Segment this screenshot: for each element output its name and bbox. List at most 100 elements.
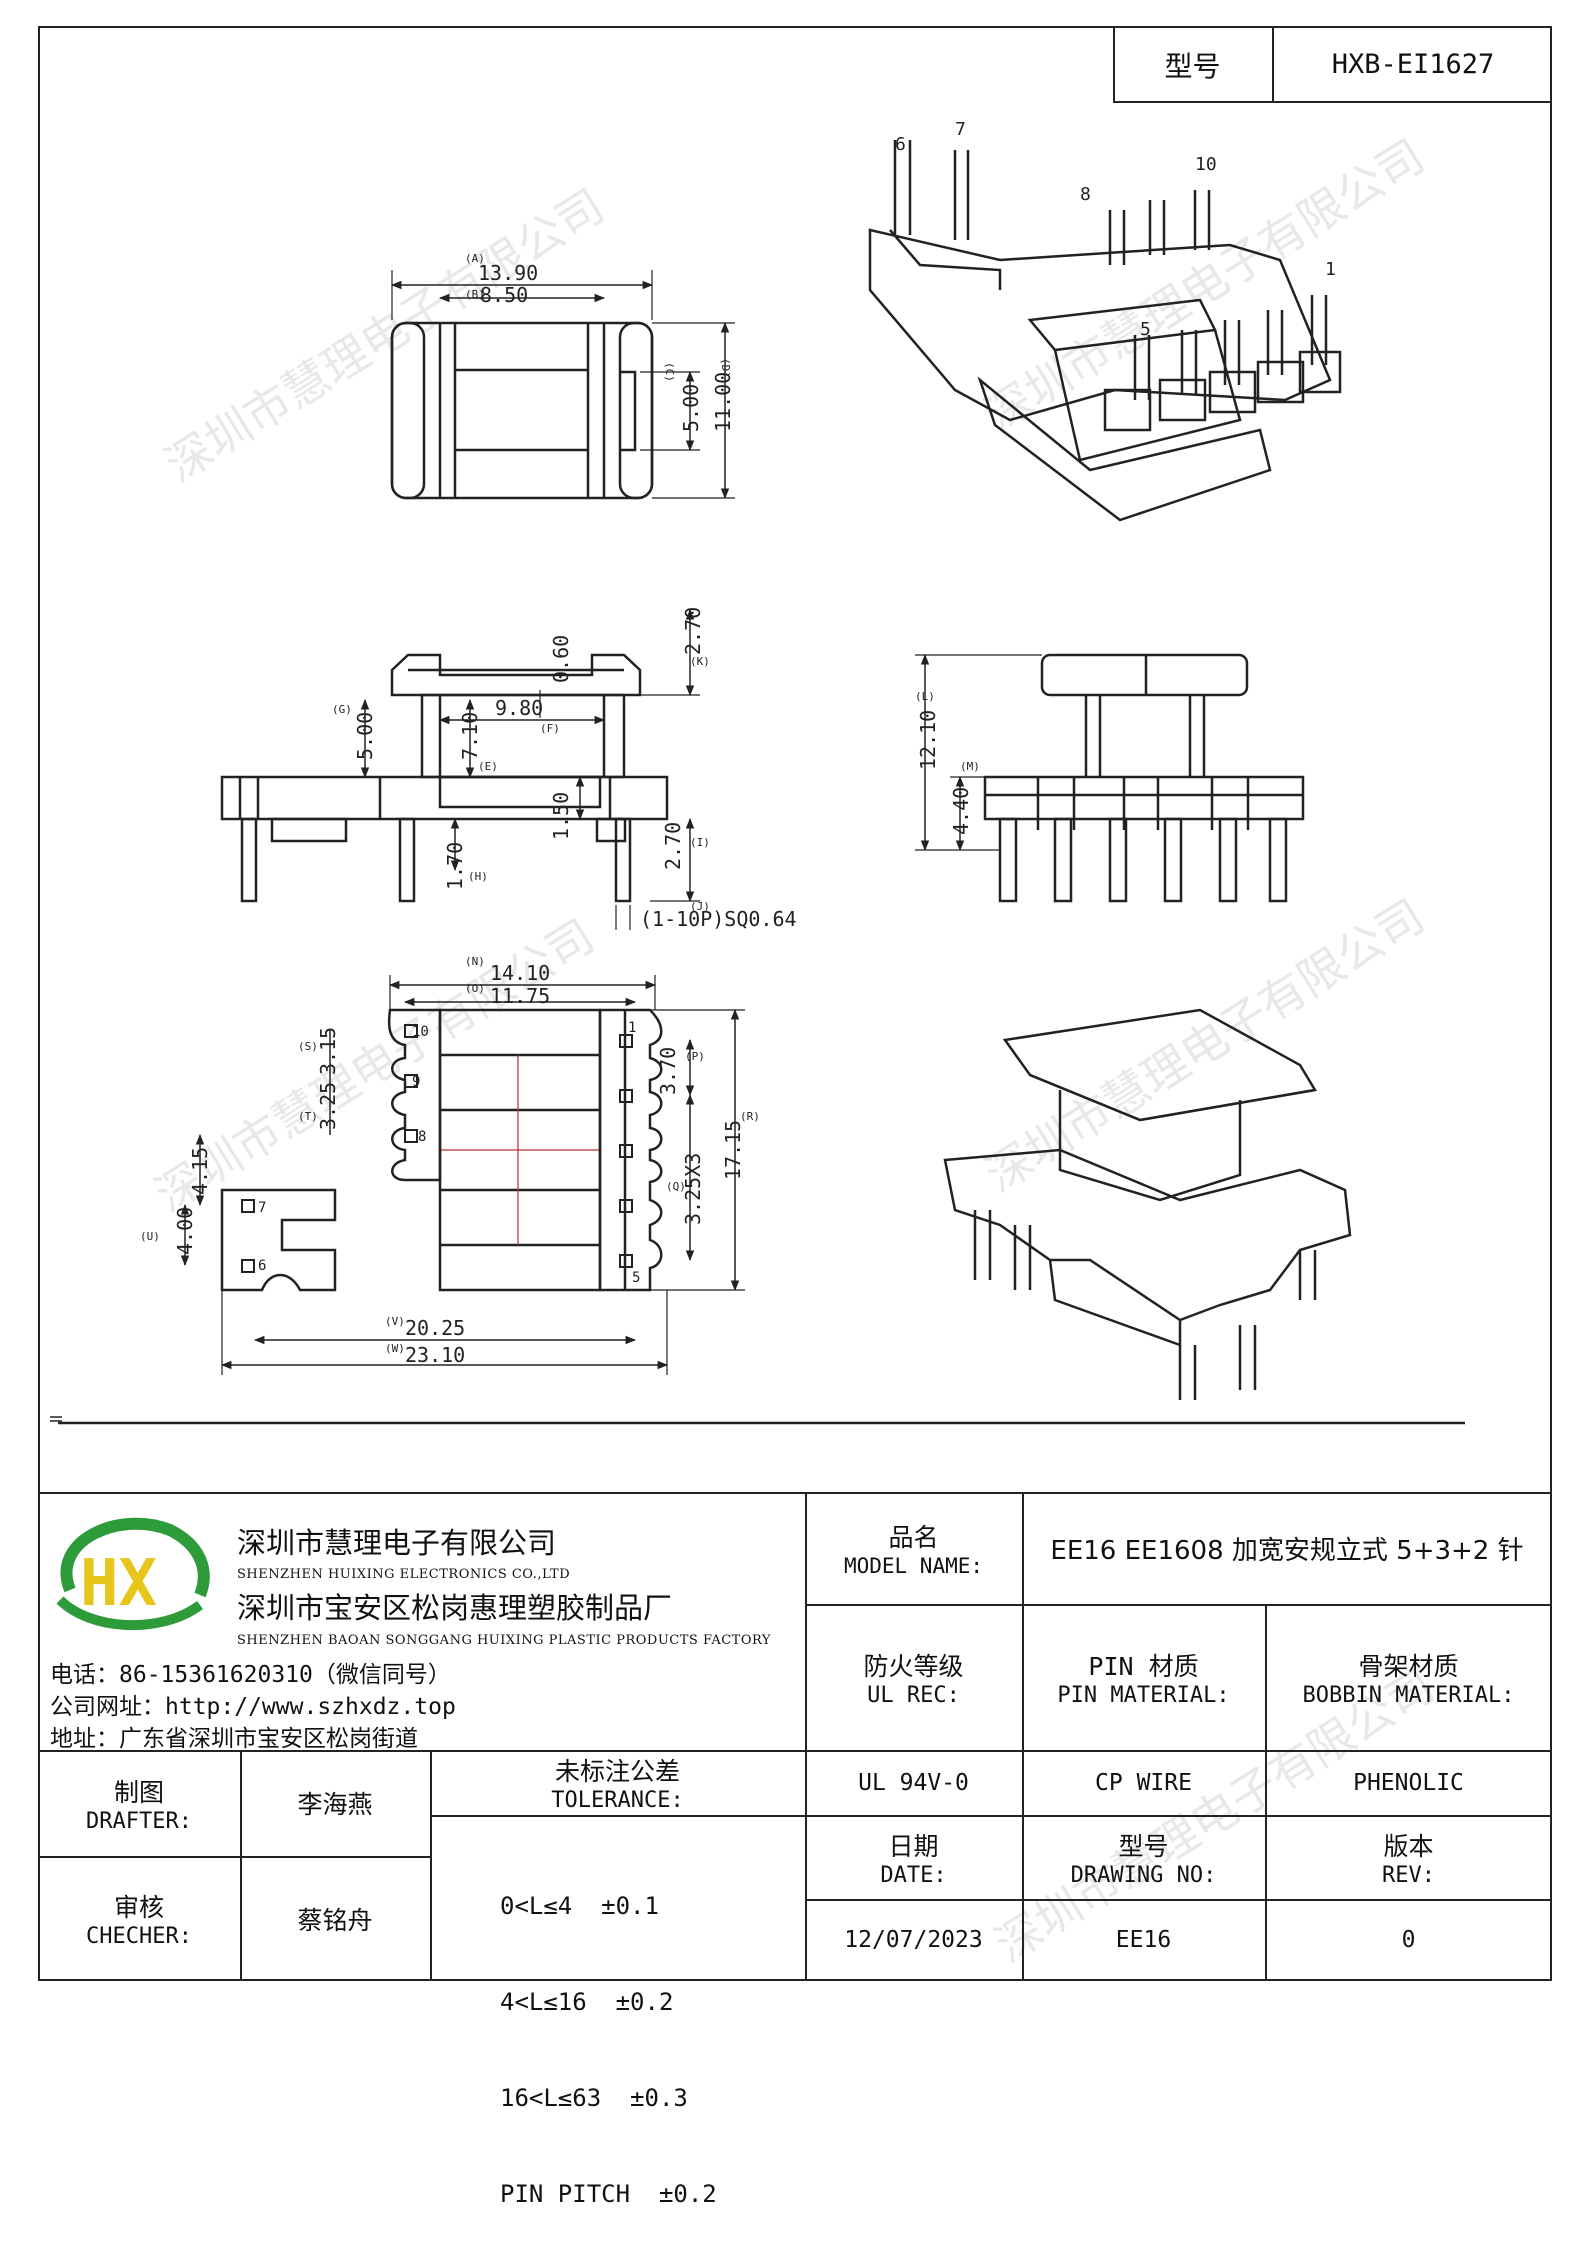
front-view [220, 608, 700, 930]
tolerance-row: 4<L≤16 ±0.2 [500, 1988, 674, 2016]
checker-en: CHECHER: [86, 1924, 192, 1949]
title-block-top [38, 1492, 1552, 1494]
tag-e: (E) [478, 760, 498, 773]
rev-value: 0 [1401, 1927, 1416, 1953]
iso-pin-label: 10 [1195, 154, 1217, 175]
tag-j: (J) [690, 900, 710, 913]
dim-n: 14.10 [490, 961, 550, 985]
ul-rec-value: UL 94V-0 [858, 1769, 969, 1796]
model-name-label: 品名 MODEL NAME: [805, 1492, 1022, 1604]
tb-divider [38, 1856, 430, 1858]
header-divider [1272, 26, 1274, 103]
dim-q: 3.25X3 [681, 1153, 705, 1225]
drawing-no-label: 型号 DRAWING NO: [1022, 1815, 1265, 1899]
tag-i: (I) [690, 836, 710, 849]
tag-n: (N) [465, 955, 485, 968]
tag-a: (A) [465, 252, 485, 265]
logo-text: HX [80, 1547, 157, 1621]
tb-divider [38, 1750, 1552, 1752]
tolerance-row: 0<L≤4 ±0.1 [500, 1892, 659, 1920]
dim-l: 12.10 [916, 710, 940, 770]
dim-v: 20.25 [405, 1316, 465, 1340]
date-cn: 日期 [888, 1831, 939, 1861]
iso-pin-label: 8 [1080, 184, 1091, 205]
drawing-no-value: EE16 [1115, 1927, 1172, 1953]
pin-material-value: CP WIRE [1095, 1769, 1192, 1796]
dim-s: 3.15 [316, 1027, 340, 1075]
rev-cn: 版本 [1383, 1831, 1434, 1861]
tag-c: (C) [663, 362, 676, 382]
dim-i: 2.70 [661, 822, 685, 870]
tb-divider [1022, 1492, 1024, 1981]
dim-150: 1.50 [549, 792, 573, 840]
tb-divider [805, 1492, 807, 1981]
iso-pin-label: 6 [895, 134, 906, 155]
rev-en: REV: [1382, 1862, 1435, 1888]
company-address: 地址：广东省深圳市宝安区松岗街道 [50, 1726, 418, 1752]
company-name-cn: 深圳市慧理电子有限公司 [237, 1526, 557, 1560]
bobbin-material-en: BOBBIN MATERIAL: [1302, 1682, 1515, 1708]
dim-c: 5.00 [679, 384, 703, 432]
dim-t: 3.25 [316, 1082, 340, 1130]
technical-drawing: 13.90 8.50 (A) (B) 5.00 11.00 (C) (D) 2.… [50, 119, 1465, 1425]
factory-name-en: SHENZHEN BAOAN SONGGANG HUIXING PLASTIC … [237, 1633, 771, 1648]
model-name-value: EE16 EE1608 加宽安规立式 5+3+2 针 [1050, 1535, 1524, 1566]
tolerance-en: TOLERANCE: [551, 1788, 684, 1813]
tb-divider [1265, 1604, 1267, 1981]
iso-view-bottom [943, 1008, 1352, 1400]
header-model-label: 型号 [1164, 49, 1221, 83]
checker-cn: 审核 [113, 1893, 164, 1922]
top-view [390, 270, 735, 500]
dim-415: 4.15 [188, 1147, 212, 1195]
dim-060: 0.60 [549, 635, 573, 683]
dim-o: 11.75 [490, 984, 550, 1008]
bobbin-material-label: 骨架材质 BOBBIN MATERIAL: [1265, 1604, 1552, 1750]
tolerance-cn: 未标注公差 [554, 1757, 680, 1786]
tag-p: (P) [685, 1050, 705, 1063]
logo-swoosh-icon [60, 1517, 210, 1598]
pin-material-label: PIN 材质 PIN MATERIAL: [1022, 1604, 1265, 1750]
dim-d: 11.00 [711, 372, 735, 432]
tag-b: (B) [465, 288, 485, 301]
bobbin-material-value: PHENOLIC [1353, 1769, 1464, 1796]
dim-e: 7.10 [458, 712, 482, 760]
pin-label: 7 [258, 1200, 266, 1216]
date-label: 日期 DATE: [805, 1815, 1022, 1899]
drawing-no-en: DRAWING NO: [1070, 1862, 1217, 1888]
drafter-label: 制图 DRAFTER: [38, 1750, 240, 1856]
dim-r: 17.15 [721, 1120, 745, 1180]
tag-l: (L) [915, 690, 935, 703]
iso-view-top [868, 140, 1342, 522]
dim-k: 2.70 [681, 607, 705, 655]
rev-label: 版本 REV: [1265, 1815, 1552, 1899]
tb-divider [240, 1750, 242, 1981]
dim-p: 3.70 [656, 1047, 680, 1095]
dim-b: 8.50 [480, 283, 528, 307]
tag-k: (K) [690, 655, 710, 668]
pin-material-en: PIN MATERIAL: [1057, 1682, 1230, 1708]
tag-d: (D) [719, 358, 732, 378]
header-model-box [1113, 26, 1552, 103]
tb-divider [430, 1750, 432, 1981]
tag-m: (M) [960, 760, 980, 773]
company-phone: 电话：86-15361620310（微信同号） [50, 1662, 451, 1688]
pin-label: 6 [258, 1258, 266, 1274]
tb-divider [430, 1815, 805, 1817]
tag-t: (T) [298, 1110, 318, 1123]
iso-pin-label: 1 [1325, 259, 1336, 280]
tb-divider [805, 1604, 1552, 1606]
bobbin-material-cn: 骨架材质 [1358, 1651, 1459, 1681]
dim-h: 1.70 [443, 842, 467, 890]
date-en: DATE: [880, 1862, 947, 1888]
tag-v: (V) [385, 1315, 405, 1328]
tag-h: (H) [468, 870, 488, 883]
tag-o: (O) [465, 982, 485, 995]
tb-divider [805, 1815, 1552, 1817]
checker-label: 审核 CHECHER: [38, 1856, 240, 1981]
company-website: 公司网址：http://www.szhxdz.top [50, 1694, 456, 1720]
tag-g: (G) [332, 703, 352, 716]
ul-rec-label: 防火等级 UL REC: [805, 1604, 1022, 1750]
checker-name: 蔡铭舟 [297, 1905, 373, 1935]
tag-w: (W) [385, 1342, 405, 1355]
drawing-no-cn: 型号 [1118, 1831, 1169, 1861]
